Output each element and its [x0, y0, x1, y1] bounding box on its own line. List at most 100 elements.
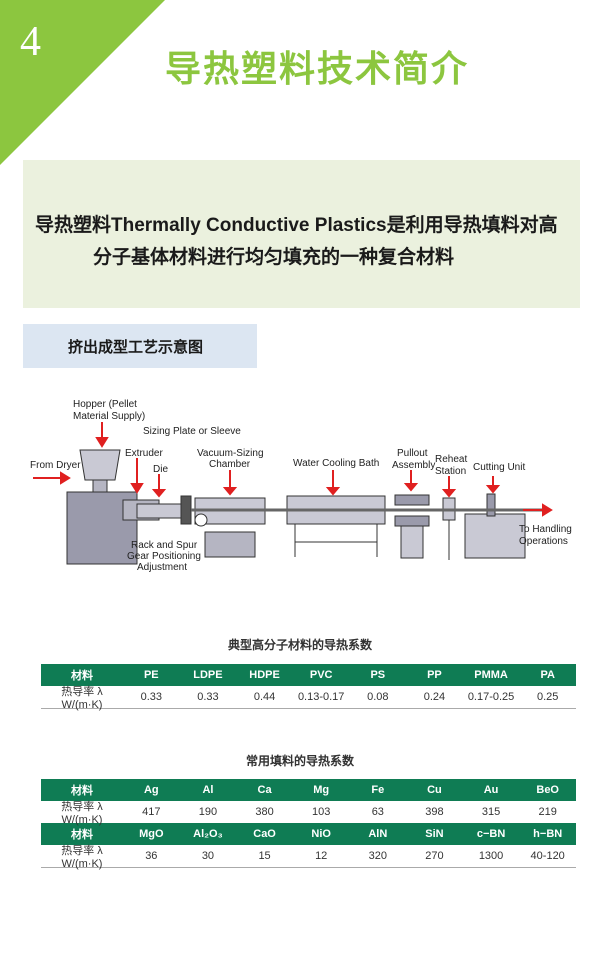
table2: 材料 Ag Al Ca Mg Fe Cu Au BeO 热导率 λ W/(m·K… — [41, 779, 576, 870]
pullout-stand — [400, 525, 424, 559]
corner-triangle — [0, 0, 165, 165]
table2-header-2: 材料 MgO Al₂O₃ CaO NiO AlN SiN c−BN h−BN — [41, 823, 576, 845]
label-cutting: Cutting Unit — [473, 462, 525, 473]
table-row: 热导率 λ W/(m·K) 0.33 0.33 0.44 0.13-0.17 0… — [41, 686, 576, 711]
extrusion-diagram: Hopper (Pellet Material Supply) Sizing P… — [30, 399, 572, 573]
table-cell: PA — [540, 669, 555, 681]
table-cell: PVC — [309, 669, 333, 681]
table-cell: PP — [427, 669, 442, 681]
label-vacuum-2: Chamber — [209, 459, 251, 470]
label-die: Die — [153, 464, 168, 475]
table-cell: Ag — [143, 784, 159, 796]
table-cell: PMMA — [474, 669, 508, 681]
label-handling: To Handling — [519, 524, 572, 535]
diagram-heading: 挤出成型工艺示意图 — [68, 339, 204, 356]
table-cell: 0.08 — [367, 691, 389, 703]
label-rack: Rack and Spur — [131, 540, 198, 551]
positioning-gear — [194, 513, 208, 527]
table1: 材料 PE LDPE HDPE PVC PS PP PMMA PA 热导率 λ … — [41, 664, 576, 711]
table2-title: 常用填料的导热系数 — [245, 754, 354, 768]
table-cell: 0.17-0.25 — [467, 691, 515, 703]
table-rule — [41, 708, 576, 709]
table-cell: 0.24 — [423, 691, 446, 703]
table-cell: 219 — [538, 806, 557, 818]
table-cell: Au — [483, 784, 499, 796]
table-cell: 63 — [371, 806, 384, 818]
table2-header-1: 材料 Ag Al Ca Mg Fe Cu Au BeO — [41, 779, 576, 801]
label-from-dryer: From Dryer — [30, 460, 81, 471]
extruder-barrel — [136, 503, 183, 519]
table-cell: 398 — [425, 806, 444, 818]
table-cell: 270 — [425, 850, 444, 862]
intro-line-1: 导热塑料Thermally Conductive Plastics是利用导热填料… — [35, 215, 558, 236]
table-cell: c−BN — [476, 828, 506, 840]
table-cell: 30 — [201, 850, 215, 862]
intro-line-2: 分子基体材料进行均匀填充的一种复合材料 — [93, 247, 455, 268]
table-cell: 417 — [142, 806, 161, 818]
table-cell: 0.33 — [197, 691, 219, 703]
table-cell: 315 — [481, 806, 501, 818]
label-reheat-2: Station — [435, 466, 466, 477]
label-hopper-2: Material Supply) — [73, 411, 145, 422]
table-cell: 材料 — [71, 785, 93, 797]
label-rack-3: Adjustment — [137, 562, 187, 573]
vacuum-pump — [204, 531, 256, 558]
cutting-unit — [464, 513, 526, 559]
table-row: 热导率 λ W/(m·K) 417 190 380 103 63 398 315… — [41, 801, 576, 826]
table-cell: 103 — [312, 806, 331, 818]
table-row: 热导率 λ W/(m·K) 36 30 15 12 320 270 1300 4… — [41, 845, 576, 870]
table-cell: PE — [143, 669, 159, 681]
label-sizing-plate: Sizing Plate or Sleeve — [143, 426, 241, 437]
label-extruder: Extruder — [125, 448, 163, 459]
label-pullout: Pullout — [397, 448, 428, 459]
table-cell: 热导率 λ W/(m·K) — [61, 801, 103, 826]
table-cell: 36 — [145, 850, 158, 862]
pullout-top — [394, 494, 430, 506]
table-cell: 15 — [258, 850, 271, 862]
table-cell: NiO — [311, 828, 331, 840]
label-pullout-2: Assembly — [392, 460, 435, 471]
table-cell: 190 — [198, 806, 218, 818]
table-cell: LDPE — [193, 669, 223, 681]
table-cell: 12 — [315, 850, 328, 862]
table-cell: h−BN — [533, 828, 563, 840]
table-cell: Al₂O₃ — [193, 828, 223, 840]
table-cell: 0.13-0.17 — [297, 691, 345, 703]
label-handling-2: Operations — [519, 536, 568, 547]
table-cell: 0.33 — [140, 691, 163, 703]
label-reheat: Reheat — [435, 454, 467, 465]
label-rack-2: Gear Positioning — [127, 551, 201, 562]
table-rule — [41, 867, 576, 868]
die-block — [180, 495, 192, 525]
table-cell: SiN — [425, 828, 444, 840]
intro-box: 导热塑料Thermally Conductive Plastics是利用导热填料… — [23, 160, 580, 308]
page-title: 导热塑料技术简介 — [165, 48, 470, 89]
cutting-blade — [486, 493, 496, 517]
table1-header: 材料 PE LDPE HDPE PVC PS PP PMMA PA — [41, 664, 576, 686]
table-cell: Ca — [257, 784, 272, 796]
table-cell: BeO — [536, 784, 559, 796]
table-cell: CaO — [253, 828, 276, 840]
intro-text: 导热塑料Thermally Conductive Plastics是利用导热填料… — [35, 210, 570, 274]
table-cell: MgO — [139, 828, 164, 840]
table-cell: 0.25 — [536, 691, 559, 703]
table-cell: Cu — [427, 784, 442, 796]
section-number: 4 — [20, 19, 41, 65]
table-cell: 材料 — [71, 829, 93, 841]
table-cell: PS — [370, 669, 386, 681]
table-cell: HDPE — [249, 669, 280, 681]
table-cell: 320 — [368, 850, 387, 862]
diagram-heading-box: 挤出成型工艺示意图 — [23, 324, 257, 368]
table-cell: 40-120 — [530, 850, 565, 862]
table-cell: AlN — [368, 828, 388, 840]
table1-title: 典型高分子材料的导热系数 — [227, 638, 372, 652]
pullout-bottom — [394, 515, 430, 527]
table-cell: 热导率 λ W/(m·K) — [61, 686, 103, 711]
label-water-bath: Water Cooling Bath — [293, 458, 379, 469]
label-vacuum: Vacuum-Sizing — [197, 448, 264, 459]
table-cell: 热导率 λ W/(m·K) — [61, 845, 103, 870]
hopper-neck — [92, 479, 108, 493]
table-cell: 0.44 — [253, 691, 276, 703]
table-cell: Al — [202, 784, 214, 796]
table-cell: Fe — [371, 784, 385, 796]
